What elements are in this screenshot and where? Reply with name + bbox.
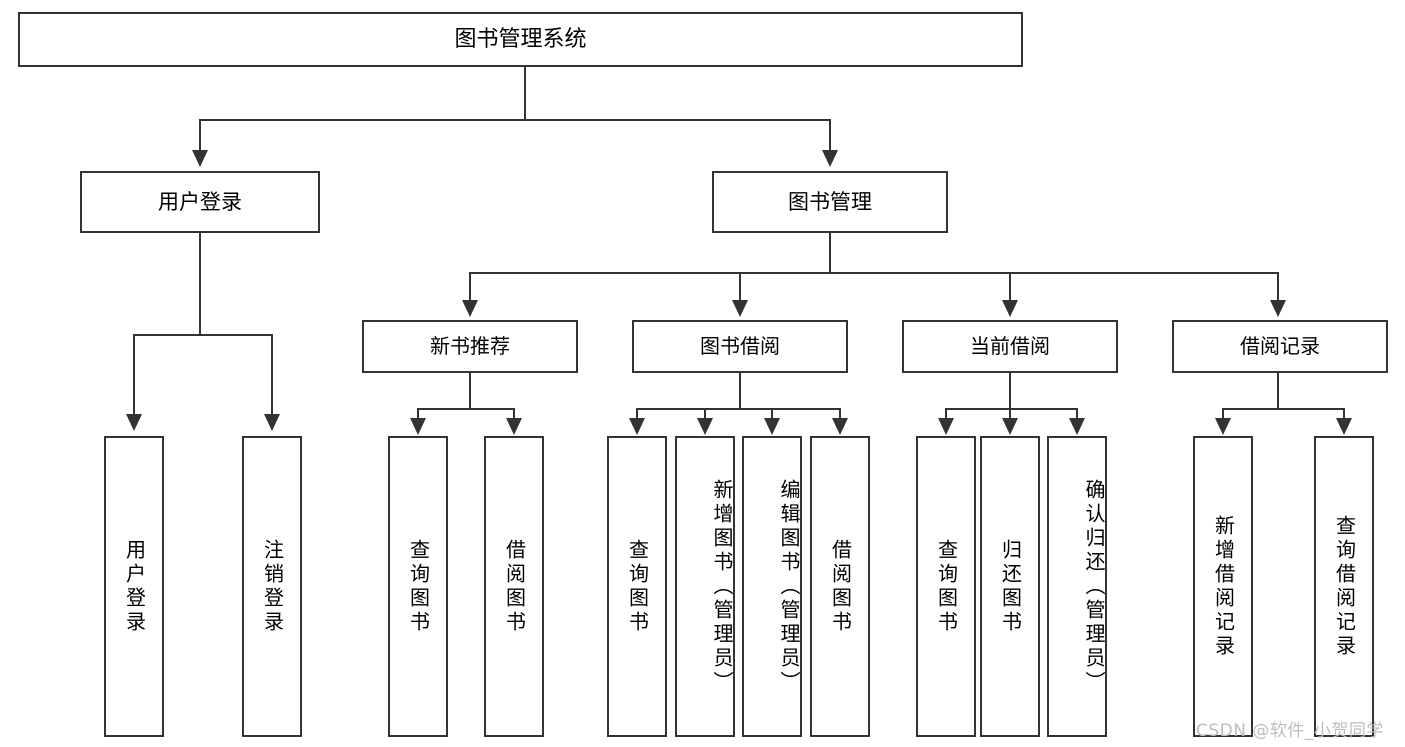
connector-current-borrow-stem xyxy=(1009,373,1011,409)
arrowhead-leaf-current-borrow-1 xyxy=(938,418,954,435)
node-user-login[interactable]: 用户登录 xyxy=(80,171,320,233)
connector-book-borrow-to-leaf-3 xyxy=(771,408,773,420)
arrowhead-leaf-book-borrow-4 xyxy=(832,418,848,435)
node-borrow-record[interactable]: 借阅记录 xyxy=(1172,320,1388,373)
connector-current-borrow-to-leaf-1 xyxy=(945,408,947,420)
arrowhead-borrow-record xyxy=(1270,300,1286,317)
leaf-borrow-record-add-record[interactable]: 新增借阅记录 xyxy=(1193,436,1253,737)
connector-book-management-stem xyxy=(829,233,831,273)
leaf-current-borrow-return-books[interactable]: 归还图书 xyxy=(980,436,1040,737)
leaf-label: 确认归还（管理员） xyxy=(1082,478,1106,695)
connector-current-borrow-to-leaf-3 xyxy=(1076,408,1078,420)
connector-book-borrow-stem xyxy=(739,373,741,409)
leaf-label: 新增借阅记录 xyxy=(1211,514,1236,659)
leaf-label: 注销登录 xyxy=(260,538,285,635)
connector-current-borrow-bus xyxy=(945,408,1078,410)
connector-root-bus xyxy=(199,119,831,121)
node-label: 新书推荐 xyxy=(430,334,510,358)
leaf-book-borrow-query-books[interactable]: 查询图书 xyxy=(607,436,667,737)
leaf-borrow-record-query-record[interactable]: 查询借阅记录 xyxy=(1314,436,1374,737)
arrowhead-leaf-book-borrow-3 xyxy=(764,418,780,435)
arrowhead-book-management xyxy=(822,150,838,167)
connector-user-login-to-leaf-1 xyxy=(133,334,135,416)
arrowhead-leaf-new-book-1 xyxy=(410,418,426,435)
node-book-borrow[interactable]: 图书借阅 xyxy=(632,320,848,373)
connector-bm-to-current-borrow xyxy=(1009,272,1011,302)
connector-borrow-record-stem xyxy=(1277,373,1279,409)
arrowhead-leaf-current-borrow-2 xyxy=(1002,418,1018,435)
connector-new-book-to-leaf-2 xyxy=(513,408,515,420)
arrowhead-leaf-book-borrow-2 xyxy=(697,418,713,435)
connector-root-to-book-management xyxy=(829,119,831,152)
arrowhead-leaf-current-borrow-3 xyxy=(1069,418,1085,435)
leaf-label: 查询图书 xyxy=(625,538,650,635)
node-current-borrow[interactable]: 当前借阅 xyxy=(902,320,1118,373)
leaf-label: 归还图书 xyxy=(998,538,1023,635)
connector-user-login-to-leaf-2 xyxy=(271,334,273,416)
connector-new-book-bus xyxy=(417,408,515,410)
leaf-label: 编辑图书（管理员） xyxy=(777,478,801,695)
arrowhead-leaf-book-borrow-1 xyxy=(629,418,645,435)
connector-book-borrow-to-leaf-4 xyxy=(839,408,841,420)
leaf-book-borrow-borrow-books[interactable]: 借阅图书 xyxy=(810,436,870,737)
connector-book-borrow-to-leaf-1 xyxy=(636,408,638,420)
connector-bm-to-new-book xyxy=(469,272,471,302)
arrowhead-leaf-user-login-1 xyxy=(126,414,142,431)
connector-bm-to-book-borrow xyxy=(739,272,741,302)
leaf-new-book-query-books[interactable]: 查询图书 xyxy=(388,436,448,737)
leaf-current-borrow-confirm-return-admin[interactable]: 确认归还（管理员） xyxy=(1047,436,1107,737)
connector-bm-to-borrow-record xyxy=(1277,272,1279,302)
arrowhead-current-borrow xyxy=(1002,300,1018,317)
leaf-label: 查询图书 xyxy=(406,538,431,635)
connector-book-management-bus xyxy=(469,272,1279,274)
node-label: 图书管理 xyxy=(788,189,872,214)
leaf-book-borrow-add-book-admin[interactable]: 新增图书（管理员） xyxy=(675,436,735,737)
connector-current-borrow-to-leaf-2 xyxy=(1009,408,1011,420)
arrowhead-book-borrow xyxy=(732,300,748,317)
node-label: 图书借阅 xyxy=(700,334,780,358)
leaf-label: 新增图书（管理员） xyxy=(710,478,734,695)
node-label: 用户登录 xyxy=(158,189,242,214)
leaf-new-book-borrow-books[interactable]: 借阅图书 xyxy=(484,436,544,737)
connector-root-stem xyxy=(524,67,526,120)
node-label: 借阅记录 xyxy=(1240,334,1320,358)
connector-borrow-record-to-leaf-1 xyxy=(1222,408,1224,420)
node-book-management[interactable]: 图书管理 xyxy=(712,171,948,233)
arrowhead-leaf-new-book-2 xyxy=(506,418,522,435)
connector-root-to-user-login xyxy=(199,119,201,152)
leaf-label: 借阅图书 xyxy=(502,538,527,635)
watermark-credit: CSDN @软件_小贺同学 xyxy=(1196,721,1384,741)
arrowhead-leaf-borrow-record-2 xyxy=(1336,418,1352,435)
connector-new-book-stem xyxy=(469,373,471,409)
leaf-user-login-login[interactable]: 用户登录 xyxy=(104,436,164,737)
leaf-label: 查询图书 xyxy=(934,538,959,635)
arrowhead-leaf-user-login-2 xyxy=(264,414,280,431)
connector-user-login-bus xyxy=(133,334,273,336)
arrowhead-user-login xyxy=(192,150,208,167)
arrowhead-new-book-recommend xyxy=(462,300,478,317)
leaf-book-borrow-edit-book-admin[interactable]: 编辑图书（管理员） xyxy=(742,436,802,737)
node-label: 当前借阅 xyxy=(970,334,1050,358)
connector-borrow-record-bus xyxy=(1222,408,1344,410)
node-root-book-management-system[interactable]: 图书管理系统 xyxy=(18,12,1023,67)
connector-book-borrow-to-leaf-2 xyxy=(704,408,706,420)
leaf-label: 用户登录 xyxy=(122,538,147,635)
connector-new-book-to-leaf-1 xyxy=(417,408,419,420)
leaf-label: 查询借阅记录 xyxy=(1332,514,1357,659)
arrowhead-leaf-borrow-record-1 xyxy=(1215,418,1231,435)
connector-book-borrow-bus xyxy=(636,408,840,410)
leaf-label: 借阅图书 xyxy=(828,538,853,635)
leaf-current-borrow-query-books[interactable]: 查询图书 xyxy=(916,436,976,737)
node-new-book-recommend[interactable]: 新书推荐 xyxy=(362,320,578,373)
connector-user-login-stem xyxy=(199,233,201,335)
leaf-user-login-logout[interactable]: 注销登录 xyxy=(242,436,302,737)
connector-borrow-record-to-leaf-2 xyxy=(1343,408,1345,420)
node-label: 图书管理系统 xyxy=(454,26,587,52)
